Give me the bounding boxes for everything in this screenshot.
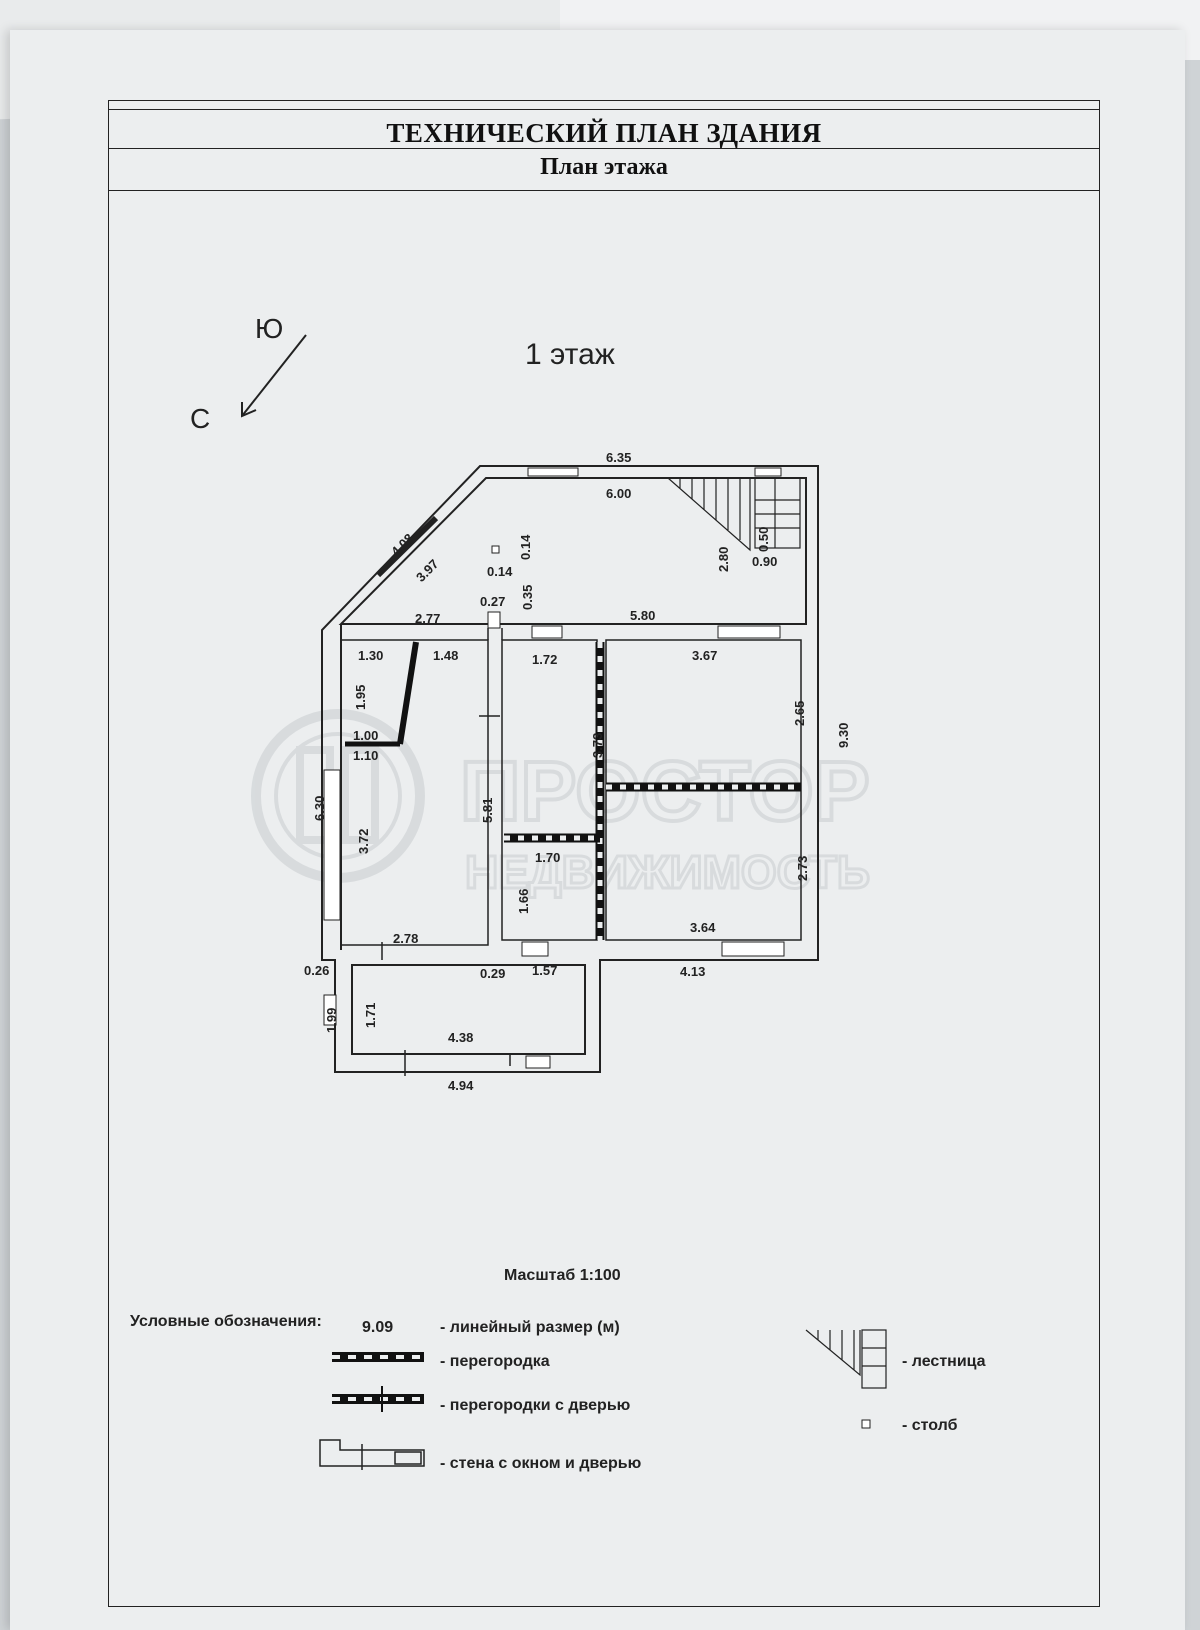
dimension-label: 1.72 (532, 652, 557, 667)
dimension-label: 6.35 (606, 450, 631, 465)
dimension-label: 4.38 (448, 1030, 473, 1045)
dimension-label: 1.30 (358, 648, 383, 663)
dimension-label: 1.95 (353, 685, 368, 710)
dimension-label: 4.13 (680, 964, 705, 979)
dimension-label: 0.50 (756, 527, 771, 552)
dimension-label: 9.30 (836, 723, 851, 748)
dimension-label: 2.65 (792, 701, 807, 726)
document-subtitle: План этажа (540, 154, 668, 180)
legend: Условные обозначения: 9.09 - линейный ра… (130, 1313, 986, 1472)
dimension-label: 3.67 (692, 648, 717, 663)
wall-window-door-symbol-icon (319, 1439, 425, 1470)
dimension-label: 2.77 (415, 611, 440, 626)
watermark-subtitle: НЕДВИЖИМОСТЬ (465, 846, 870, 898)
staircase-icon (667, 477, 801, 552)
dimension-label: 1.71 (363, 1003, 378, 1028)
dimension-label: 6.00 (606, 486, 631, 501)
dimension-label: 1.66 (516, 889, 531, 914)
dimension-label: 1.57 (532, 963, 557, 978)
dimension-label: 2.80 (716, 547, 731, 572)
compass: Ю С (190, 313, 307, 434)
dimension-label: 2.78 (393, 931, 418, 946)
pillar-icon (487, 611, 501, 629)
dimension-label: 0.29 (480, 966, 505, 981)
floor-plan-drawing: ПРОСТОР НЕДВИЖИМОСТЬ Ю С 1 этаж (130, 313, 986, 1472)
dimension-label: 1.00 (353, 728, 378, 743)
windows (323, 467, 785, 1069)
dimension-label: 3.97 (413, 556, 442, 585)
document-title: ТЕХНИЧЕСКИЙ ПЛАН ЗДАНИЯ (386, 118, 822, 148)
legend-partition-door: - перегородки с дверью (440, 1397, 631, 1414)
document-page: ТЕХНИЧЕСКИЙ ПЛАН ЗДАНИЯ План этажа ПРОСТ… (10, 30, 1185, 1630)
legend-wall-window-door: - стена с окном и дверью (440, 1455, 642, 1472)
dimension-label: 4.08 (388, 531, 417, 560)
stairs-symbol-icon (805, 1329, 887, 1389)
legend-partition: - перегородка (440, 1353, 550, 1370)
dimension-label: 0.14 (487, 564, 513, 579)
title-block: ТЕХНИЧЕСКИЙ ПЛАН ЗДАНИЯ План этажа (109, 109, 1099, 191)
dimension-labels: 6.35 6.00 4.08 3.97 0.14 0.14 0.27 0.35 … (304, 450, 851, 1093)
legend-pillar: - столб (902, 1417, 958, 1434)
doors (381, 715, 511, 1076)
dimension-label: 2.73 (795, 856, 810, 881)
legend-linear-size: - линейный размер (м) (440, 1319, 620, 1336)
partition-symbol-icon (332, 1352, 424, 1362)
dimension-label: 1.48 (433, 648, 458, 663)
dimension-label: 3.72 (356, 829, 371, 854)
dimension-label: 0.35 (520, 585, 535, 610)
drawing-frame: ТЕХНИЧЕСКИЙ ПЛАН ЗДАНИЯ План этажа (108, 100, 1100, 1607)
dimension-label: 1.70 (535, 850, 560, 865)
dimension-label: 3.73 (590, 733, 605, 758)
compass-north-label: С (190, 403, 210, 434)
dimension-label: 1.10 (353, 748, 378, 763)
dimension-label: 0.27 (480, 594, 505, 609)
dimension-label: 0.90 (752, 554, 777, 569)
dimension-label: 4.94 (448, 1078, 474, 1093)
partition-door-symbol-icon (332, 1386, 424, 1412)
dimension-label: 5.80 (630, 608, 655, 623)
compass-south-label: Ю (255, 313, 283, 344)
dimension-label: 5.81 (480, 798, 495, 823)
dimension-label: 0.26 (304, 963, 329, 978)
legend-heading: Условные обозначения: (130, 1313, 322, 1330)
pillar-icon (491, 545, 500, 554)
floor-label: 1 этаж (525, 338, 615, 371)
pillar-symbol-icon (861, 1419, 871, 1429)
dimension-label: 6.30 (312, 796, 327, 821)
compass-arrow-icon (241, 334, 307, 417)
legend-sample-value: 9.09 (362, 1319, 393, 1336)
dimension-label: 0.14 (518, 534, 533, 560)
dimension-label: 3.64 (690, 920, 716, 935)
dimension-label: 1.99 (324, 1008, 339, 1033)
room-a (340, 639, 489, 946)
scale-label: Масштаб 1:100 (504, 1267, 621, 1284)
legend-stairs: - лестница (902, 1353, 986, 1370)
partitions (345, 641, 801, 940)
